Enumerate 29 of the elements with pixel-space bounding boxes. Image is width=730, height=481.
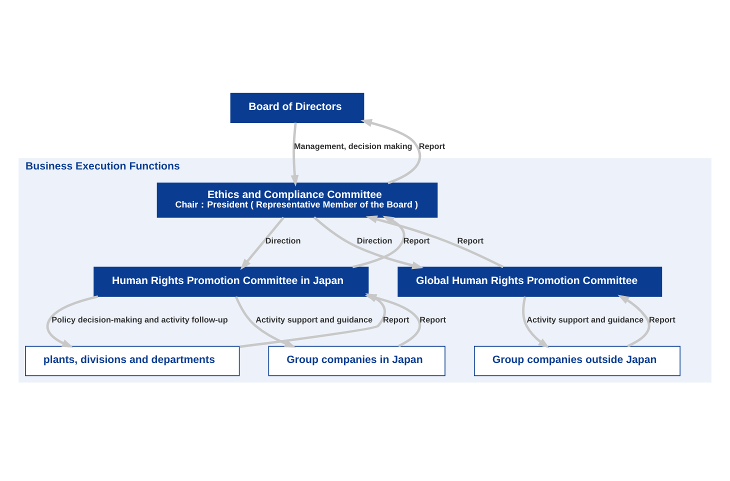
node-box: Group companies in Japan	[268, 345, 446, 376]
node-box: Ethics and Compliance Committee Chair：President ( Representative Member of the Board )	[156, 182, 438, 218]
edge-label: Report	[420, 315, 446, 324]
edge-label: Direction	[265, 236, 301, 245]
edge-label: Direction	[356, 236, 392, 245]
arrow	[352, 215, 406, 268]
arrow	[522, 296, 550, 348]
edge-label: Report	[382, 315, 410, 324]
arrow	[290, 122, 299, 186]
arrow	[240, 216, 284, 270]
node-box: Human Rights Promotion Committee in Japan	[94, 266, 369, 296]
arrow	[366, 214, 504, 268]
node-box: Board of Directors	[230, 92, 364, 123]
arrow	[618, 294, 650, 347]
node-box: Global Human Rights Promotion Committee	[398, 266, 662, 296]
arrow	[313, 216, 424, 269]
arrow	[46, 294, 98, 348]
edge-label: Report	[649, 315, 676, 324]
node-box: Group companies outside Japan	[474, 345, 680, 376]
arrow	[360, 118, 422, 184]
node-box: plants, divisions and departments	[25, 345, 240, 376]
arrow	[234, 296, 296, 348]
edge-label: Activity support and guidance	[526, 315, 644, 324]
edge-label: Report	[403, 236, 430, 245]
edge-label: Activity support and guidance	[256, 315, 373, 324]
edge-label: Management, decision making	[294, 141, 412, 150]
edge-label: Report	[418, 141, 446, 150]
edge-label: Report	[457, 236, 484, 245]
edge-label: Policy decision-making and activity follow-up	[52, 315, 228, 324]
